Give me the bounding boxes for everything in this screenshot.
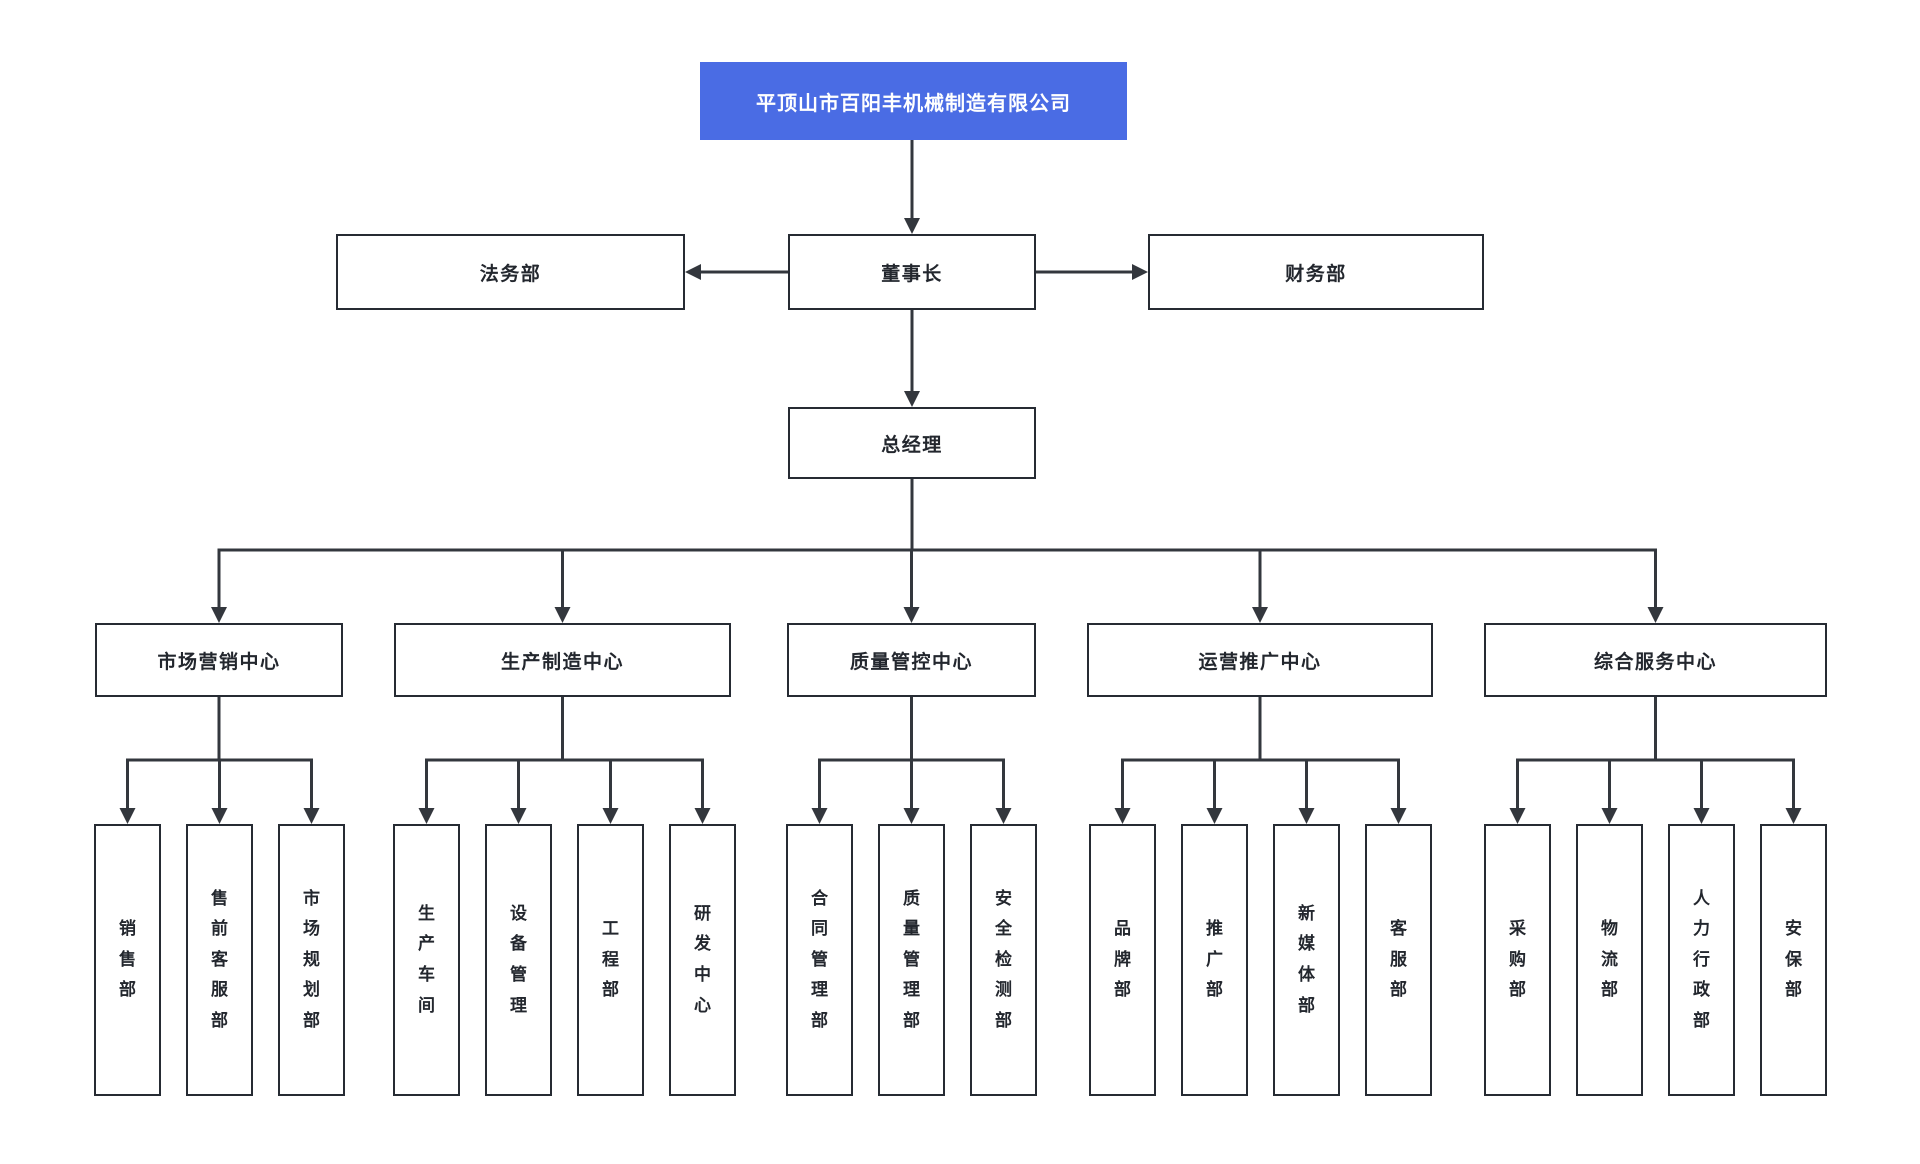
center-box-services: 综合服务中心 xyxy=(1484,623,1827,697)
dept-label: 市场规划部 xyxy=(303,888,320,1030)
dept-box-market-planning: 市场规划部 xyxy=(278,824,345,1096)
dept-label: 售前客服部 xyxy=(211,888,228,1030)
dept-box-logistics: 物流部 xyxy=(1576,824,1643,1096)
dept-label: 人力行政部 xyxy=(1693,888,1710,1030)
center-box-marketing: 市场营销中心 xyxy=(95,623,343,697)
finance-dept-box: 财务部 xyxy=(1148,234,1484,310)
center-box-operations: 运营推广中心 xyxy=(1087,623,1433,697)
dept-box-production-workshop: 生产车间 xyxy=(393,824,460,1096)
dept-label: 安全检测部 xyxy=(995,888,1012,1030)
dept-label: 生产车间 xyxy=(418,903,435,1015)
dept-label: 质量管理部 xyxy=(903,888,920,1030)
dept-label: 销售部 xyxy=(119,919,136,1000)
dept-label: 推广部 xyxy=(1206,919,1223,1000)
dept-box-customer-service: 客服部 xyxy=(1365,824,1432,1096)
dept-box-brand: 品牌部 xyxy=(1089,824,1156,1096)
legal-dept-box: 法务部 xyxy=(336,234,685,310)
dept-box-presales-service: 售前客服部 xyxy=(186,824,253,1096)
center-box-production: 生产制造中心 xyxy=(394,623,731,697)
general-manager-box: 总经理 xyxy=(788,407,1036,479)
dept-label: 新媒体部 xyxy=(1298,903,1315,1015)
dept-box-safety-inspection: 安全检测部 xyxy=(970,824,1037,1096)
dept-box-sales: 销售部 xyxy=(94,824,161,1096)
dept-box-quality-mgmt: 质量管理部 xyxy=(878,824,945,1096)
dept-label: 研发中心 xyxy=(694,903,711,1015)
dept-box-equipment-mgmt: 设备管理 xyxy=(485,824,552,1096)
company-root-box: 平顶山市百阳丰机械制造有限公司 xyxy=(700,62,1127,140)
dept-label: 采购部 xyxy=(1509,919,1526,1000)
dept-box-promotion: 推广部 xyxy=(1181,824,1248,1096)
dept-label: 合同管理部 xyxy=(811,888,828,1030)
dept-label: 安保部 xyxy=(1785,919,1802,1000)
center-box-quality: 质量管控中心 xyxy=(787,623,1036,697)
chairman-box: 董事长 xyxy=(788,234,1036,310)
dept-box-new-media: 新媒体部 xyxy=(1273,824,1340,1096)
dept-label: 物流部 xyxy=(1601,919,1618,1000)
dept-box-hr-admin: 人力行政部 xyxy=(1668,824,1735,1096)
dept-label: 设备管理 xyxy=(510,903,527,1015)
dept-box-engineering: 工程部 xyxy=(577,824,644,1096)
dept-label: 工程部 xyxy=(602,919,619,1000)
dept-label: 客服部 xyxy=(1390,919,1407,1000)
dept-box-rnd-center: 研发中心 xyxy=(669,824,736,1096)
dept-box-contract-mgmt: 合同管理部 xyxy=(786,824,853,1096)
dept-box-procurement: 采购部 xyxy=(1484,824,1551,1096)
dept-label: 品牌部 xyxy=(1114,919,1131,1000)
dept-box-security: 安保部 xyxy=(1760,824,1827,1096)
